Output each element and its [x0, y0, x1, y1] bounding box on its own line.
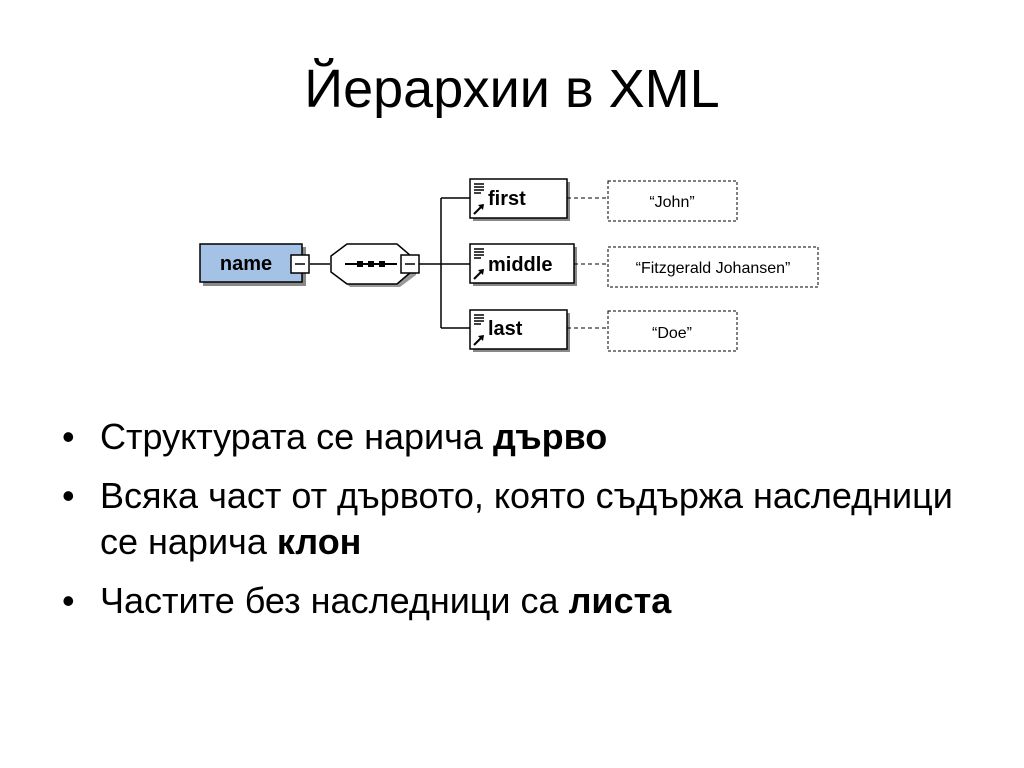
collapse-toggle-root[interactable]: [290, 254, 310, 274]
element-first-label: first: [488, 188, 526, 210]
element-name-box: [199, 243, 303, 283]
value-first-text: “John”: [649, 194, 694, 211]
bullet-text: Структурата се нарича: [100, 416, 493, 457]
bullet-item: • Структурата се нарича дърво: [62, 414, 962, 460]
slide-title: Йерархии в XML: [304, 59, 720, 119]
value-last-text: “Doe”: [652, 325, 692, 342]
xml-schema-diagram: name first “John”: [199, 178, 819, 352]
element-middle-label: middle: [488, 254, 552, 276]
bullet-dot: •: [62, 475, 75, 516]
value-first-box: “John”: [607, 180, 738, 222]
element-name-label: name: [220, 253, 272, 275]
bullet-text: Всяка част от дървото, която съдържа нас…: [100, 475, 953, 562]
bullet-item: • Частите без наследници са листа: [62, 578, 962, 624]
collapse-toggle-sequence[interactable]: [400, 254, 420, 274]
element-last-node: last: [469, 309, 570, 352]
value-middle-box: “Fitzgerald Johansen”: [607, 246, 819, 288]
bullet-emphasis: дърво: [492, 416, 608, 457]
element-middle-node: middle: [469, 243, 577, 286]
bullet-dot: •: [62, 580, 75, 621]
element-last-label: last: [488, 318, 523, 340]
bullet-dot: •: [62, 416, 75, 457]
bullet-emphasis: листа: [568, 580, 672, 621]
sequence-compositor: [330, 243, 416, 287]
element-content-icon: [473, 248, 484, 280]
element-content-icon: [473, 314, 484, 346]
bullet-text: Частите без наследници са: [100, 580, 569, 621]
bullet-item: • Всяка част от дървото, която съдържа н…: [62, 473, 962, 565]
bullet-list: • Структурата се нарича дърво • Всяка ча…: [62, 414, 962, 637]
bullet-emphasis: клон: [276, 521, 362, 562]
element-name-node: name: [199, 243, 306, 286]
value-middle-text: “Fitzgerald Johansen”: [636, 260, 791, 277]
value-last-box: “Doe”: [607, 310, 738, 352]
element-content-icon: [473, 183, 484, 215]
element-first-node: first: [469, 178, 570, 221]
